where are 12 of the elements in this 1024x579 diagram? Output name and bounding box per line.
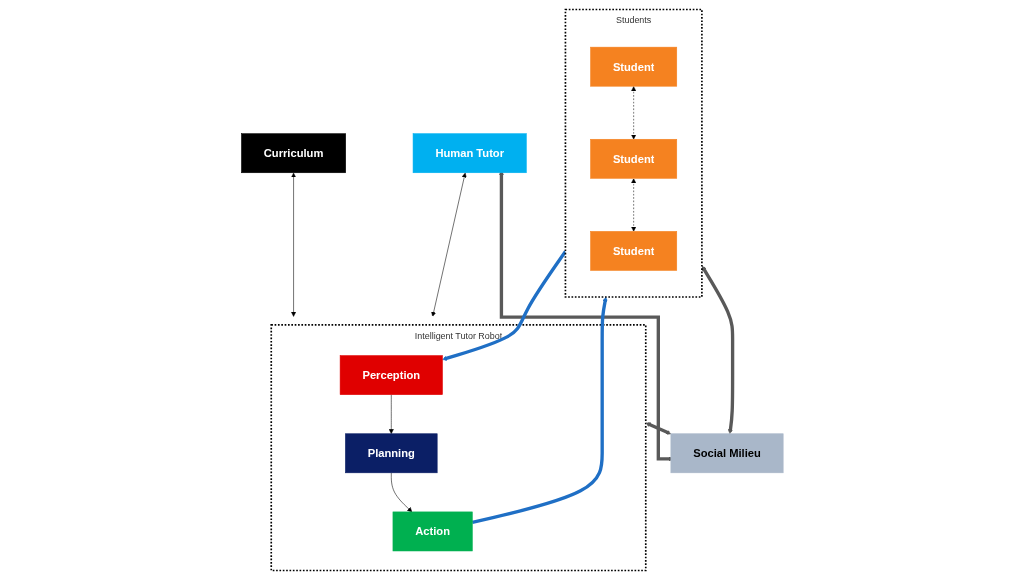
node-box: Perception [339,354,443,395]
node-box: Student [589,138,677,179]
node-box: Human Tutor [412,132,527,173]
node-box: Planning [344,432,438,473]
node-box: Social Milieu [670,432,784,473]
arrow [645,421,671,435]
node-box: Student [589,230,677,271]
node-box: Student [589,46,677,86]
node-box: Action [392,511,473,551]
arrow [471,296,608,524]
node-box: Curriculum [240,132,346,173]
arrow [701,265,734,434]
